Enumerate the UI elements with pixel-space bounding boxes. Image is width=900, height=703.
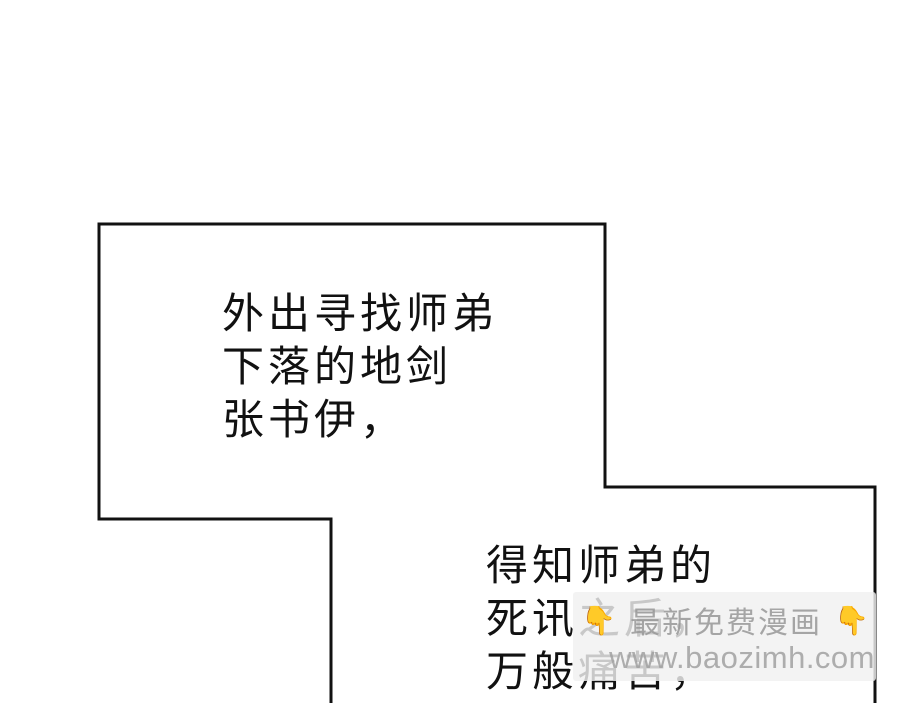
watermark-headline: 👇 最新免费漫画 👇 xyxy=(581,598,871,642)
caption-1-line-1: 外出寻找师弟 xyxy=(222,289,499,338)
caption-text-1: 外出寻找师弟 下落的地剑 张书伊， xyxy=(222,287,498,446)
pointing-down-hand-icon: 👇 xyxy=(834,603,871,637)
caption-1-line-3: 张书伊， xyxy=(222,395,407,444)
pointing-down-hand-icon: 👇 xyxy=(581,603,618,637)
caption-2-line-1: 得知师弟的 xyxy=(486,541,717,590)
watermark-url: www.baozimh.com xyxy=(609,640,875,675)
watermark-text: 最新免费漫画 xyxy=(630,606,822,641)
caption-1-line-2: 下落的地剑 xyxy=(222,342,453,391)
site-watermark: 👇 最新免费漫画 👇 www.baozimh.com xyxy=(573,592,876,681)
